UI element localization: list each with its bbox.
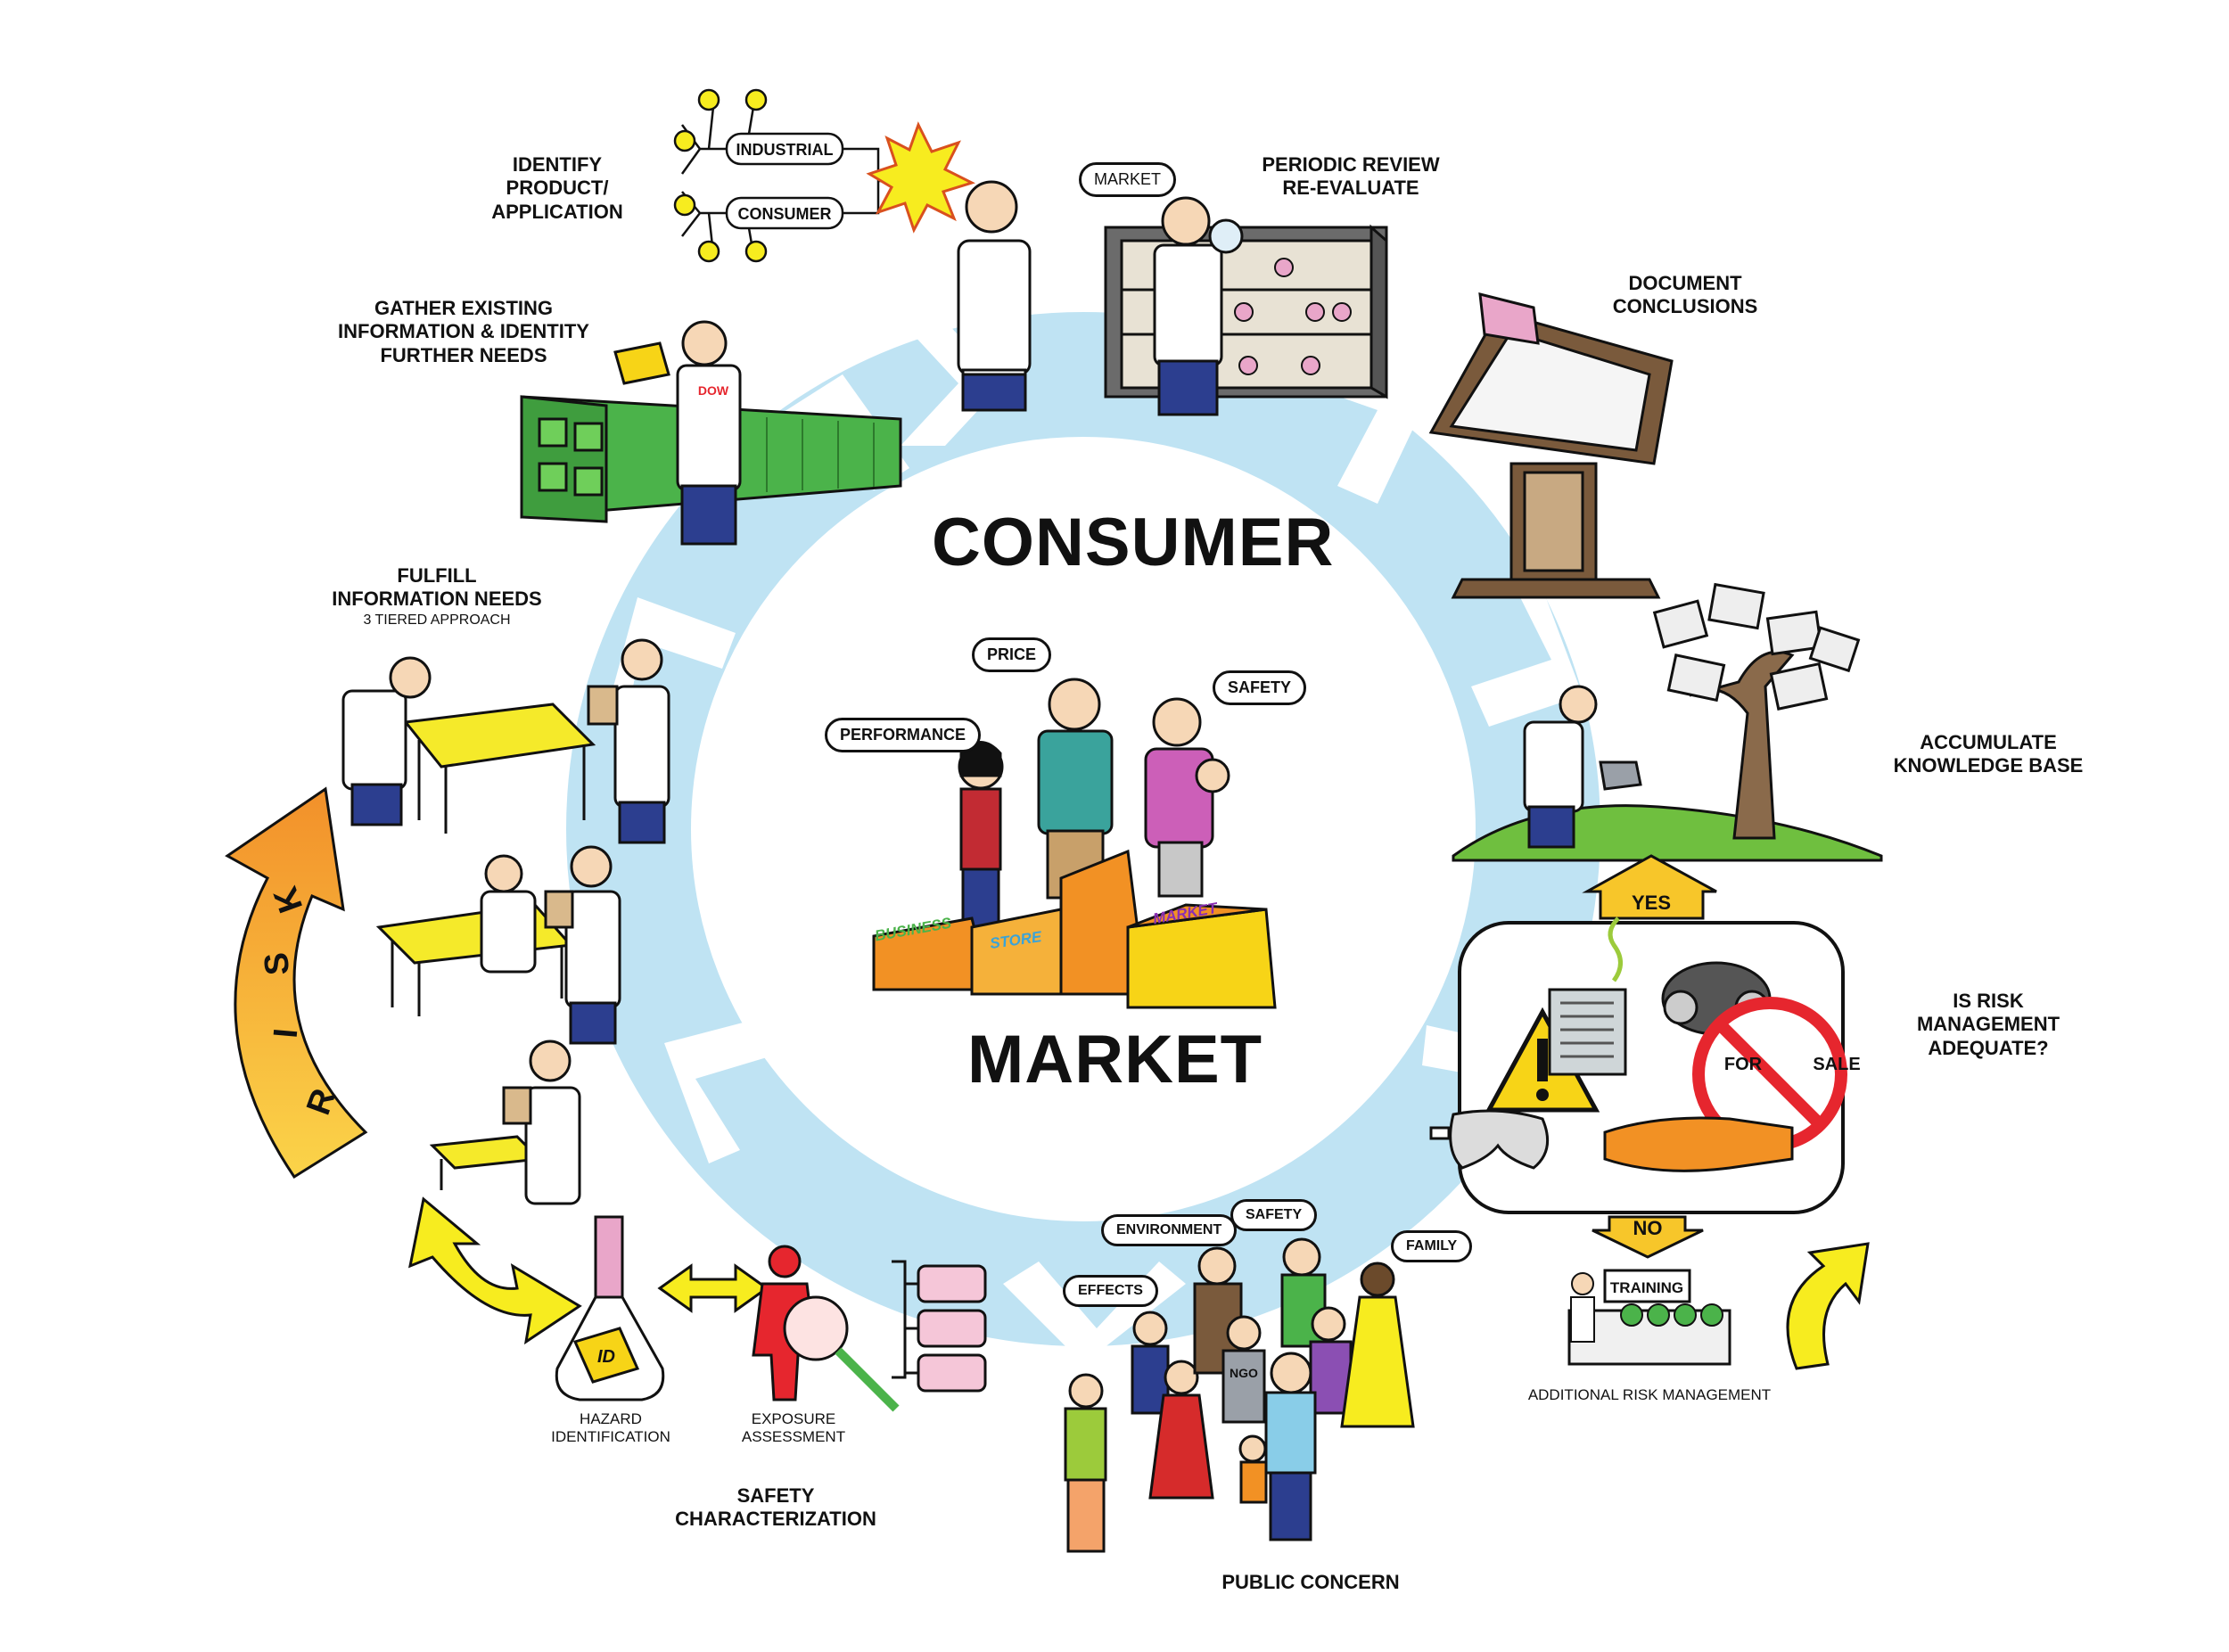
ngo-label: NGO — [1230, 1366, 1258, 1380]
buildings — [872, 849, 1277, 1009]
label-periodic-line2: RE-EVALUATE — [1282, 177, 1419, 200]
label-fulfill-sub: 3 TIERED APPROACH — [363, 612, 511, 628]
identify-box-consumer: CONSUMER — [737, 205, 831, 223]
label-identify-line2: APPLICATION — [491, 200, 623, 223]
label-hazard-identification: HAZARD IDENTIFICATION — [535, 1410, 687, 1447]
scientist-clipboard-middle — [544, 845, 621, 1045]
label-gather-information: GATHER EXISTING INFORMATION & IDENTITY F… — [334, 297, 593, 367]
label-document-line2: CONCLUSIONS — [1612, 295, 1758, 318]
label-safety-char-line1: SAFETY — [736, 1484, 815, 1507]
yes-label: YES — [1632, 892, 1671, 914]
consumer-woman-left — [958, 741, 1004, 942]
scientist-clipboard-bottom — [502, 1040, 581, 1205]
dow-logo-text: DOW — [698, 383, 729, 398]
for-label: FOR — [1724, 1055, 1763, 1074]
sale-label: SALE — [1813, 1055, 1860, 1074]
identify-box-industrial: INDUSTRIAL — [736, 141, 834, 159]
label-hazard-line1: HAZARD — [580, 1410, 642, 1427]
safety-goggles-icon — [1429, 1109, 1550, 1170]
scientist-gather — [613, 320, 742, 546]
flask-id-label: ID — [597, 1347, 615, 1367]
label-accumulate-knowledge: ACCUMULATE KNOWLEDGE BASE — [1881, 731, 2095, 778]
label-document-conclusions: DOCUMENT CONCLUSIONS — [1596, 272, 1774, 319]
label-is-risk-line1: IS RISK — [1953, 990, 2024, 1012]
scientist-microscope-middle — [480, 854, 537, 974]
lab-table-top — [403, 703, 596, 834]
scientist-clipboard-top — [587, 638, 670, 844]
label-safety-char-line2: CHARACTERIZATION — [675, 1508, 876, 1531]
bubble-effects: EFFECTS — [1063, 1275, 1158, 1307]
bubble-safety-center: SAFETY — [1213, 670, 1307, 705]
label-safety-characterization: SAFETY CHARACTERIZATION — [660, 1484, 892, 1532]
label-fulfill-information: FULFILL INFORMATION NEEDS 3 TIERED APPRO… — [330, 564, 544, 629]
not-for-sale-icon — [1692, 997, 1847, 1152]
label-gather-line3: FURTHER NEEDS — [380, 343, 547, 366]
exposure-person-icon — [752, 1245, 900, 1412]
yellow-curved-arrow-right — [1786, 1242, 1870, 1370]
hazard-flask-icon — [555, 1215, 665, 1401]
bubble-price: PRICE — [972, 637, 1052, 672]
scientist-review — [1153, 196, 1244, 416]
bubble-environment: ENVIRONMENT — [1101, 1214, 1238, 1246]
label-gather-line2: INFORMATION & IDENTITY — [338, 320, 589, 343]
label-identify-product: IDENTIFY PRODUCT/ APPLICATION — [464, 153, 651, 224]
label-document-line1: DOCUMENT — [1628, 272, 1742, 294]
label-hazard-line2: IDENTIFICATION — [551, 1428, 670, 1446]
public-crowd — [1064, 1237, 1415, 1553]
label-is-risk-line2: MANAGEMENT — [1916, 1013, 2060, 1036]
consumer-woman-right — [1144, 697, 1230, 898]
label-gather-line1: GATHER EXISTING — [374, 297, 554, 319]
label-exposure-line2: ASSESSMENT — [741, 1428, 846, 1446]
bubble-market-review: MARKET — [1079, 162, 1177, 197]
flask-icons-shelf — [1234, 258, 1352, 375]
ventilation-grille-icon — [1548, 916, 1627, 1076]
yes-arrow — [1582, 854, 1717, 920]
lab-table-middle — [375, 903, 574, 1016]
center-title-consumer: CONSUMER — [932, 505, 1335, 580]
label-is-risk-line3: ADEQUATE? — [1928, 1036, 2049, 1059]
label-accumulate-line2: KNOWLEDGE BASE — [1893, 754, 2084, 777]
label-periodic-line1: PERIODIC REVIEW — [1262, 153, 1440, 176]
label-exposure-assessment: EXPOSURE ASSESSMENT — [722, 1410, 865, 1447]
exposure-routes-panel — [892, 1260, 987, 1393]
label-fulfill-line1: FULFILL — [397, 564, 477, 587]
lightbulb-icons — [673, 88, 768, 263]
label-identify-line1: IDENTIFY PRODUCT/ — [506, 153, 609, 200]
bubble-safety-public: SAFETY — [1230, 1199, 1318, 1231]
label-fulfill-line2: INFORMATION NEEDS — [332, 588, 542, 611]
training-audience — [1620, 1303, 1723, 1327]
label-accumulate-line1: ACCUMULATE — [1920, 731, 2057, 753]
scientist-watering — [1523, 685, 1642, 849]
scientist-microscope-top — [341, 656, 432, 826]
idea-lightbulbs-diagram — [680, 106, 909, 255]
yellow-curved-arrow-left — [407, 1196, 582, 1345]
trainer-figure — [1570, 1272, 1595, 1343]
filing-cabinets — [520, 395, 902, 523]
no-label: NO — [1633, 1217, 1663, 1239]
burst-icon — [866, 121, 975, 234]
risk-arrow — [225, 786, 368, 1179]
lectern — [1428, 292, 1674, 599]
bubble-performance: PERFORMANCE — [825, 718, 982, 752]
yellow-double-arrow — [657, 1263, 769, 1313]
gloves-icon — [1603, 1116, 1794, 1172]
label-exposure-line1: EXPOSURE — [751, 1410, 836, 1427]
risk-letter-i: I — [267, 1027, 306, 1040]
training-label: TRAINING — [1610, 1279, 1683, 1296]
label-public-concern: PUBLIC CONCERN — [1221, 1571, 1400, 1593]
bubble-family: FAMILY — [1391, 1230, 1473, 1262]
scientist-identify — [957, 180, 1032, 412]
lab-table-bottom — [429, 1135, 543, 1190]
center-title-market: MARKET — [967, 1022, 1263, 1097]
label-periodic-review: PERIODIC REVIEW RE-EVALUATE — [1253, 153, 1449, 201]
no-arrow — [1592, 1215, 1704, 1259]
label-additional-risk-management: ADDITIONAL RISK MANAGEMENT — [1527, 1386, 1772, 1403]
risk-letter-s: S — [258, 951, 297, 977]
label-is-risk-adequate: IS RISK MANAGEMENT ADEQUATE? — [1890, 990, 2086, 1060]
